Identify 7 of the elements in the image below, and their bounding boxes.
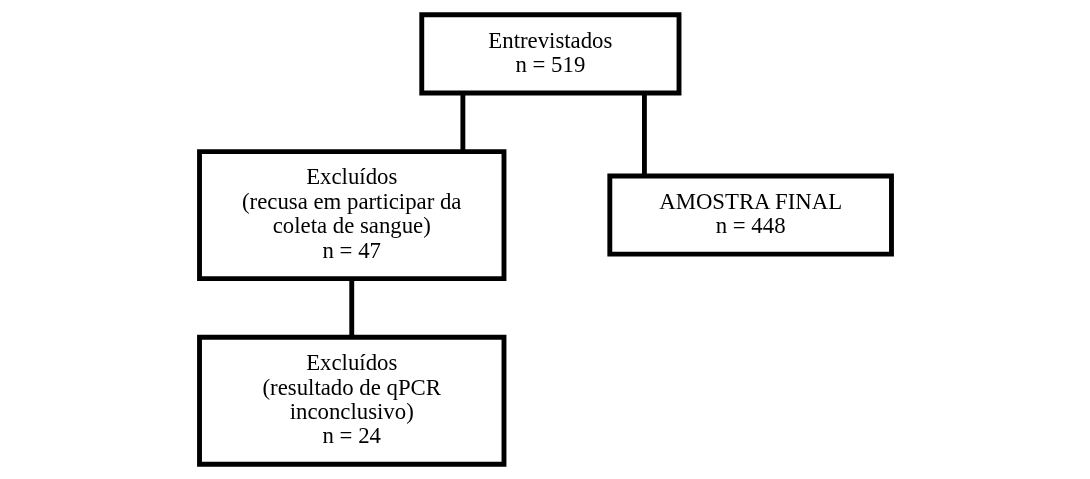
connector [348, 278, 354, 337]
connector [459, 93, 465, 152]
connector [641, 93, 647, 176]
node-box: Entrevistados n = 519 [418, 12, 681, 96]
node-box: Excluídos (recusa em participar da coleta de sangue) n = 47 [196, 149, 506, 281]
node-box: AMOSTRA FINAL n = 448 [606, 173, 894, 257]
node-box: Excluídos (resultado de qPCR inconclusivo) n = 24 [196, 334, 506, 467]
